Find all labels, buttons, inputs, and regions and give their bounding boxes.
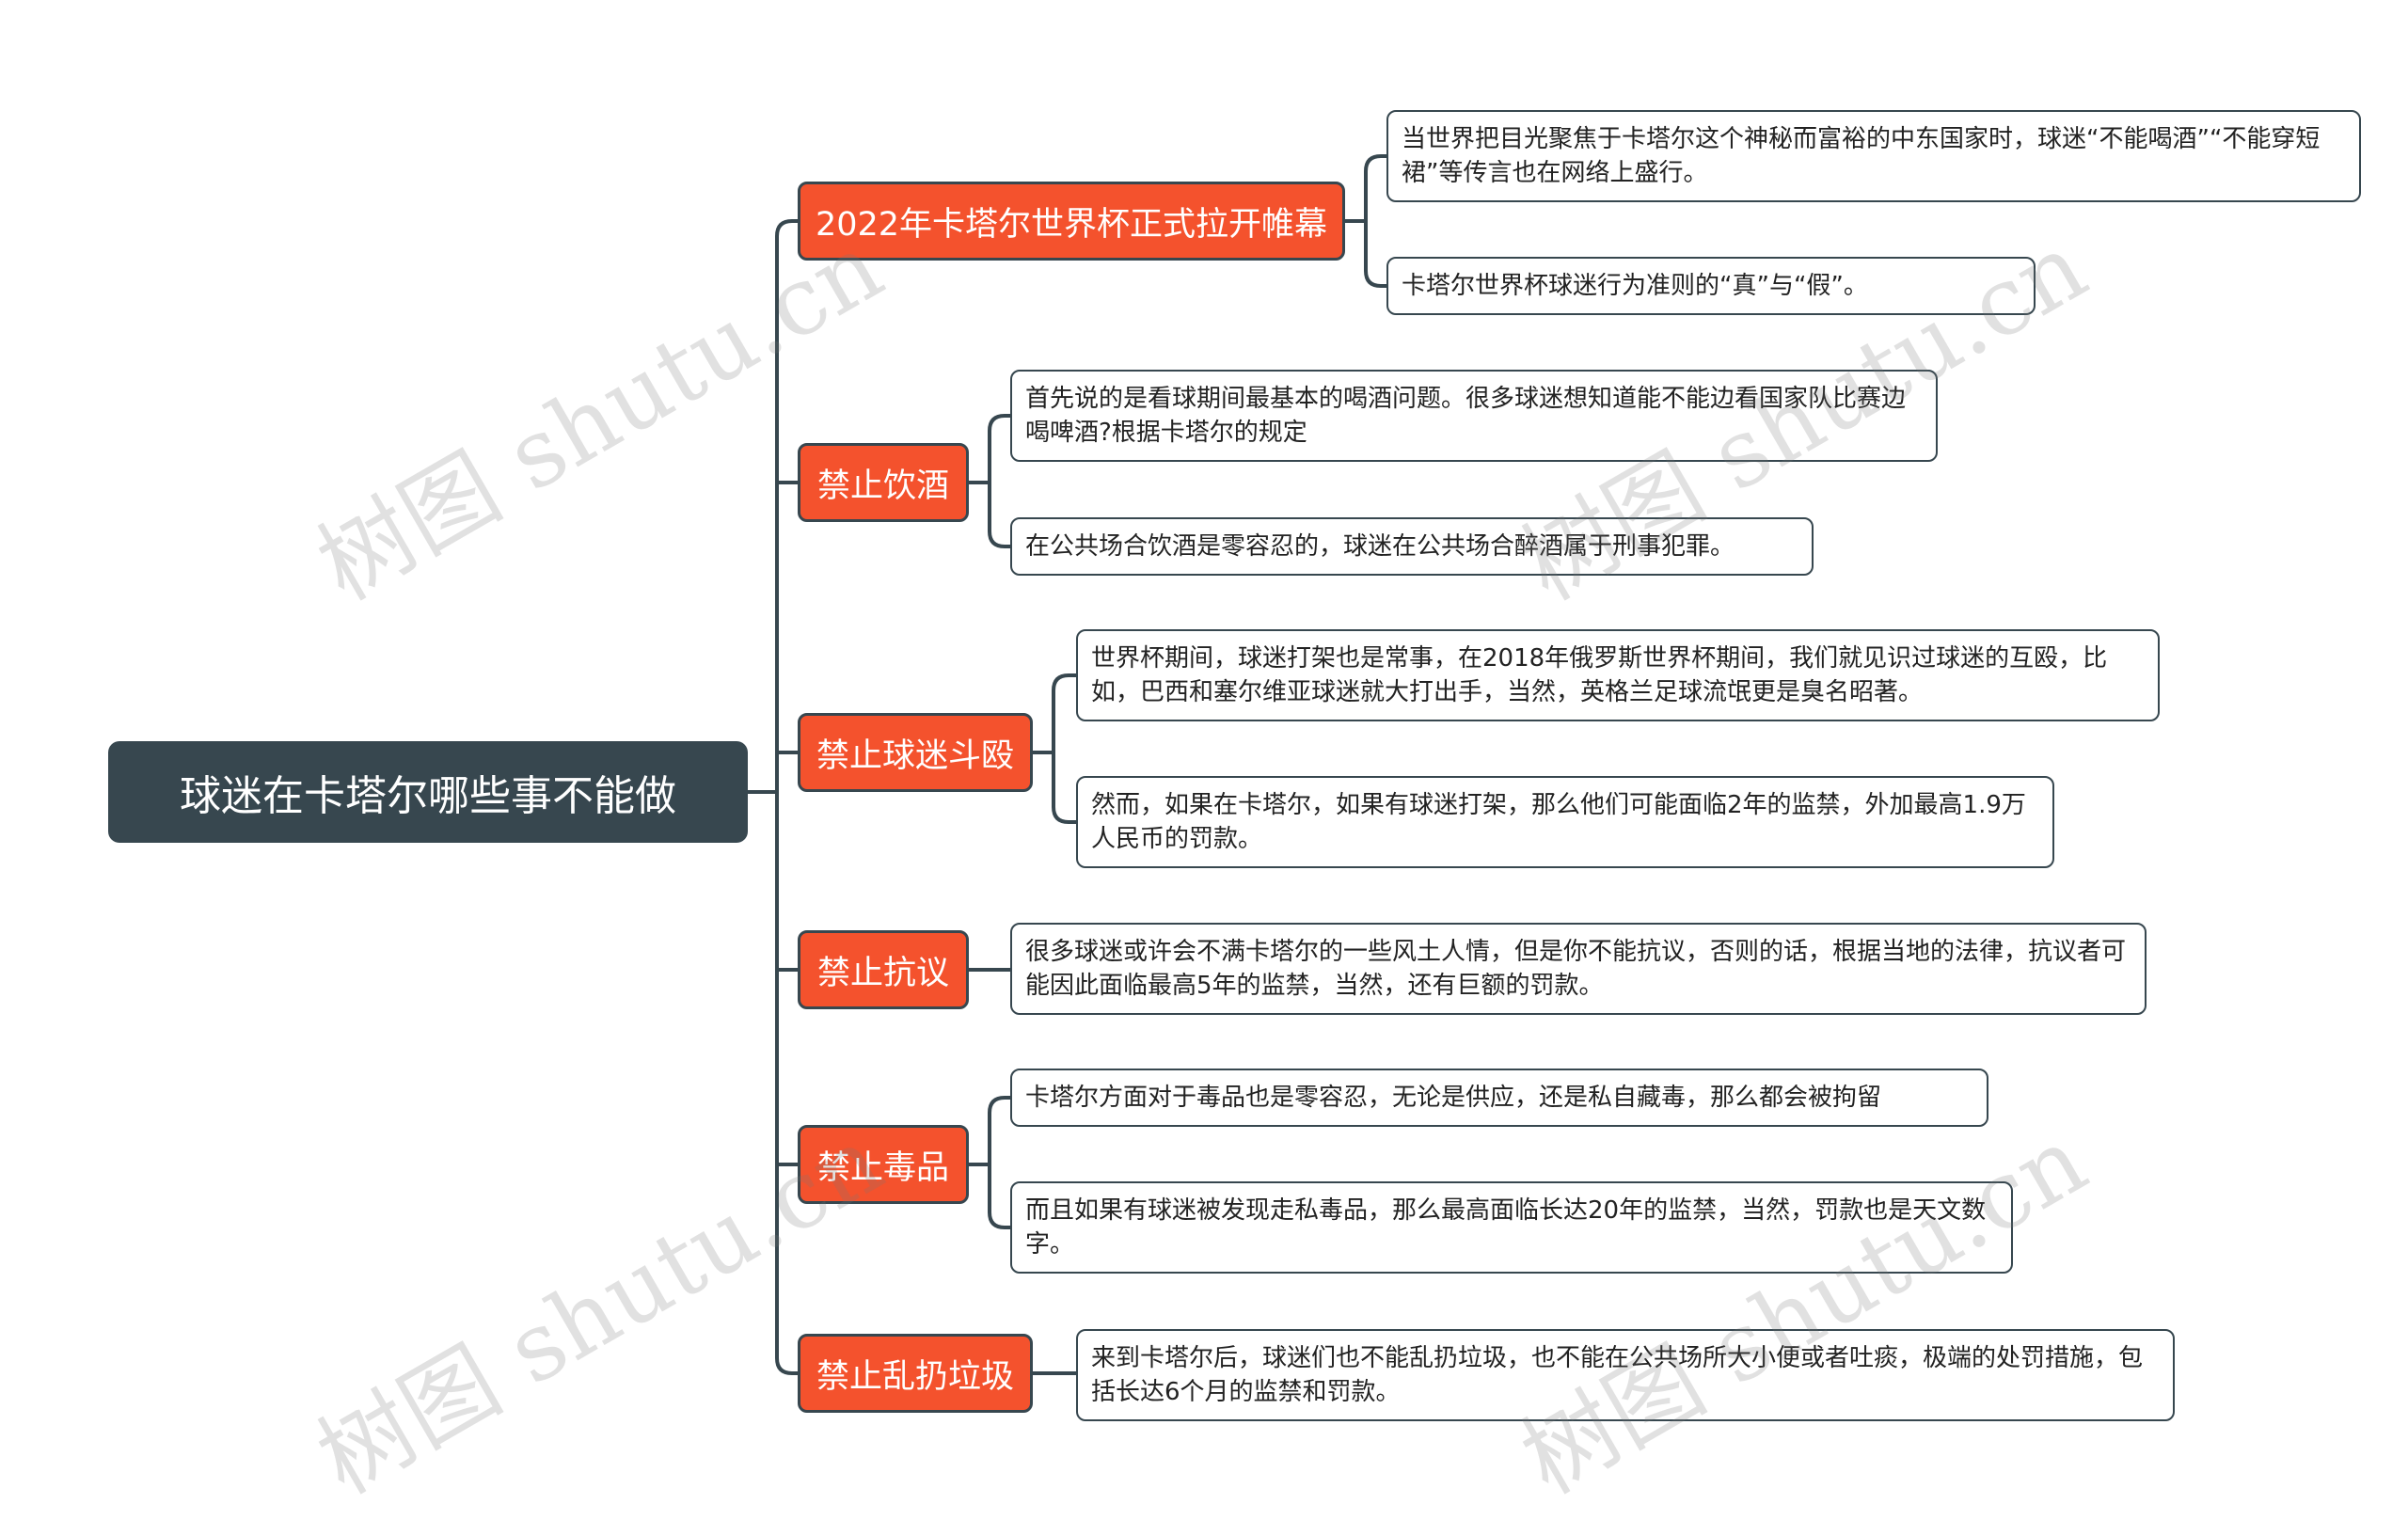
- leaf-link: [1052, 806, 1076, 824]
- leaf-1-2: 卡塔尔世界杯球迷行为准则的“真”与“假”。: [1386, 257, 2036, 315]
- leaf-4-1: 很多球迷或许会不满卡塔尔的一些风土人情，但是你不能抗议，否则的话，根据当地的法律…: [1010, 923, 2147, 1015]
- leaf-5-1: 卡塔尔方面对于毒品也是零容忍，无论是供应，还是私自藏毒，那么都会被拘留: [1010, 1069, 1988, 1127]
- branch-no-protest[interactable]: 禁止抗议: [798, 930, 969, 1009]
- leaf-5-2: 而且如果有球迷被发现走私毒品，那么最高面临长达20年的监禁，当然，罚款也是天文数…: [1010, 1181, 2013, 1274]
- leaf-link: [1364, 270, 1386, 288]
- leaf-link: [988, 1211, 1010, 1229]
- branch-no-drinking[interactable]: 禁止饮酒: [798, 443, 969, 522]
- leaf-link: [988, 1096, 1010, 1114]
- leaf-2-1: 首先说的是看球期间最基本的喝酒问题。很多球迷想知道能不能边看国家队比赛边喝啤酒?…: [1010, 370, 1938, 462]
- branch-link: [775, 1357, 798, 1375]
- leaf-6-1: 来到卡塔尔后，球迷们也不能乱扔垃圾，也不能在公共场所大小便或者吐痰，极端的处罚措…: [1076, 1329, 2175, 1421]
- leaf-3-1: 世界杯期间，球迷打架也是常事，在2018年俄罗斯世界杯期间，我们就见识过球迷的互…: [1076, 629, 2160, 721]
- leaf-link: [988, 530, 1010, 548]
- branch-link: [775, 219, 798, 237]
- leaf-3-2: 然而，如果在卡塔尔，如果有球迷打架，那么他们可能面临2年的监禁，外加最高1.9万…: [1076, 776, 2054, 868]
- leaf-1-1: 当世界把目光聚焦于卡塔尔这个神秘而富裕的中东国家时，球迷“不能喝酒”“不能穿短裙…: [1386, 110, 2361, 202]
- branch-no-fighting[interactable]: 禁止球迷斗殴: [798, 713, 1033, 792]
- branch-no-drugs[interactable]: 禁止毒品: [798, 1125, 969, 1204]
- branch-world-cup-opening[interactable]: 2022年卡塔尔世界杯正式拉开帷幕: [798, 182, 1345, 261]
- leaf-link: [1052, 673, 1076, 691]
- branch-no-littering[interactable]: 禁止乱扔垃圾: [798, 1334, 1033, 1413]
- leaf-link: [1364, 154, 1386, 172]
- root-topic[interactable]: 球迷在卡塔尔哪些事不能做: [108, 741, 748, 843]
- leaf-2-2: 在公共场合饮酒是零容忍的，球迷在公共场合醉酒属于刑事犯罪。: [1010, 517, 1814, 576]
- leaf-link: [988, 414, 1010, 432]
